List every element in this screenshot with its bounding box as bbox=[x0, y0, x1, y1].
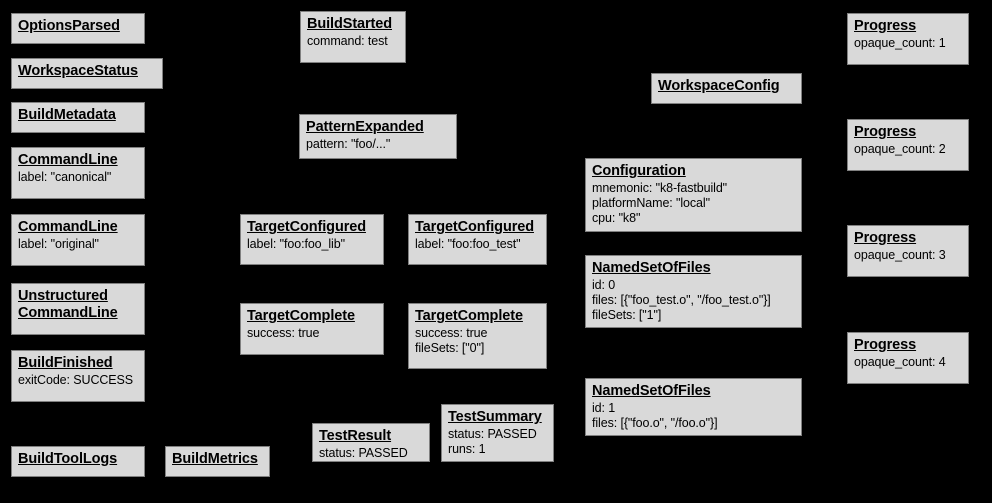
node-field: fileSets: ["1"] bbox=[592, 308, 662, 322]
node-title: PatternExpanded bbox=[306, 119, 424, 135]
node-field: id: 1 bbox=[592, 401, 616, 415]
node-field: opaque_count: 3 bbox=[854, 248, 946, 262]
node-test-result[interactable]: TestResult status: PASSED bbox=[312, 423, 430, 462]
node-field: platformName: "local" bbox=[592, 196, 710, 210]
node-field: cpu: "k8" bbox=[592, 211, 641, 225]
node-field: label: "foo:foo_lib" bbox=[247, 237, 345, 251]
node-title: BuildToolLogs bbox=[18, 451, 118, 467]
node-title: Progress bbox=[854, 230, 917, 246]
node-title: TargetConfigured bbox=[247, 219, 366, 235]
node-title: WorkspaceStatus bbox=[18, 63, 138, 79]
node-field: status: PASSED bbox=[448, 427, 537, 441]
node-title: CommandLine bbox=[18, 152, 118, 168]
node-field: fileSets: ["0"] bbox=[415, 341, 485, 355]
node-options-parsed[interactable]: OptionsParsed bbox=[11, 13, 145, 44]
node-build-metadata[interactable]: BuildMetadata bbox=[11, 102, 145, 133]
node-field: label: "original" bbox=[18, 237, 99, 251]
node-title: NamedSetOfFiles bbox=[592, 383, 711, 399]
node-title: BuildMetrics bbox=[172, 451, 258, 467]
node-target-complete-lib[interactable]: TargetComplete success: true bbox=[240, 303, 384, 355]
node-field: opaque_count: 4 bbox=[854, 355, 946, 369]
node-field: pattern: "foo/..." bbox=[306, 137, 391, 151]
node-pattern-expanded[interactable]: PatternExpanded pattern: "foo/..." bbox=[299, 114, 457, 159]
node-progress-2[interactable]: Progress opaque_count: 2 bbox=[847, 119, 969, 171]
node-unstructured-command-line[interactable]: Unstructured CommandLine bbox=[11, 283, 145, 335]
node-title: TargetComplete bbox=[247, 308, 355, 324]
node-title: Unstructured CommandLine bbox=[18, 288, 118, 321]
node-command-line-original[interactable]: CommandLine label: "original" bbox=[11, 214, 145, 266]
node-fields: opaque_count: 2 bbox=[854, 142, 963, 157]
node-field: id: 0 bbox=[592, 278, 616, 292]
node-title: OptionsParsed bbox=[18, 18, 120, 34]
node-fields: label: "canonical" bbox=[18, 170, 139, 185]
node-title: BuildStarted bbox=[307, 16, 393, 32]
node-title: TargetConfigured bbox=[415, 219, 534, 235]
node-field: exitCode: SUCCESS bbox=[18, 373, 134, 387]
node-title: Progress bbox=[854, 124, 917, 140]
node-title: Progress bbox=[854, 337, 917, 353]
node-target-configured-foo-test[interactable]: TargetConfigured label: "foo:foo_test" bbox=[408, 214, 547, 265]
node-title: BuildFinished bbox=[18, 355, 113, 371]
node-field: opaque_count: 2 bbox=[854, 142, 946, 156]
node-workspace-config[interactable]: WorkspaceConfig bbox=[651, 73, 802, 104]
node-build-metrics[interactable]: BuildMetrics bbox=[165, 446, 270, 477]
node-fields: label: "foo:foo_lib" bbox=[247, 237, 378, 252]
node-fields: opaque_count: 3 bbox=[854, 248, 963, 263]
node-title: NamedSetOfFiles bbox=[592, 260, 711, 276]
node-target-configured-foo-lib[interactable]: TargetConfigured label: "foo:foo_lib" bbox=[240, 214, 384, 265]
node-title: CommandLine bbox=[18, 219, 118, 235]
node-fields: success: true bbox=[247, 326, 378, 341]
node-field: success: true bbox=[247, 326, 320, 340]
node-fields: mnemonic: "k8-fastbuild"platformName: "l… bbox=[592, 181, 796, 226]
node-build-started[interactable]: BuildStarted command: test bbox=[300, 11, 406, 63]
node-fields: command: test bbox=[307, 34, 400, 49]
node-field: success: true bbox=[415, 326, 488, 340]
node-fields: exitCode: SUCCESS bbox=[18, 373, 139, 388]
node-title: Configuration bbox=[592, 163, 686, 179]
node-field: mnemonic: "k8-fastbuild" bbox=[592, 181, 728, 195]
node-field: files: [{"foo_test.o", "/foo_test.o"}] bbox=[592, 293, 771, 307]
node-fields: label: "original" bbox=[18, 237, 139, 252]
node-configuration[interactable]: Configuration mnemonic: "k8-fastbuild"pla… bbox=[585, 158, 802, 232]
node-title: WorkspaceConfig bbox=[658, 78, 780, 94]
node-field: label: "foo:foo_test" bbox=[415, 237, 521, 251]
node-progress-3[interactable]: Progress opaque_count: 3 bbox=[847, 225, 969, 277]
node-field: label: "canonical" bbox=[18, 170, 112, 184]
node-field: status: PASSED bbox=[319, 446, 408, 460]
node-title: Progress bbox=[854, 18, 917, 34]
node-fields: label: "foo:foo_test" bbox=[415, 237, 541, 252]
node-workspace-status[interactable]: WorkspaceStatus bbox=[11, 58, 163, 89]
node-build-finished[interactable]: BuildFinished exitCode: SUCCESS bbox=[11, 350, 145, 402]
node-fields: opaque_count: 4 bbox=[854, 355, 963, 370]
node-title: TestResult bbox=[319, 428, 392, 444]
node-field: command: test bbox=[307, 34, 388, 48]
node-fields: opaque_count: 1 bbox=[854, 36, 963, 51]
node-field: files: [{"foo.o", "/foo.o"}] bbox=[592, 416, 718, 430]
node-field: runs: 1 bbox=[448, 442, 486, 456]
node-build-tool-logs[interactable]: BuildToolLogs bbox=[11, 446, 145, 477]
node-title: TargetComplete bbox=[415, 308, 523, 324]
node-command-line-canonical[interactable]: CommandLine label: "canonical" bbox=[11, 147, 145, 199]
node-fields: status: PASSED bbox=[319, 446, 424, 461]
node-field: opaque_count: 1 bbox=[854, 36, 946, 50]
node-fields: pattern: "foo/..." bbox=[306, 137, 451, 152]
node-title: BuildMetadata bbox=[18, 107, 116, 123]
node-progress-4[interactable]: Progress opaque_count: 4 bbox=[847, 332, 969, 384]
node-progress-1[interactable]: Progress opaque_count: 1 bbox=[847, 13, 969, 65]
node-title: TestSummary bbox=[448, 409, 542, 425]
